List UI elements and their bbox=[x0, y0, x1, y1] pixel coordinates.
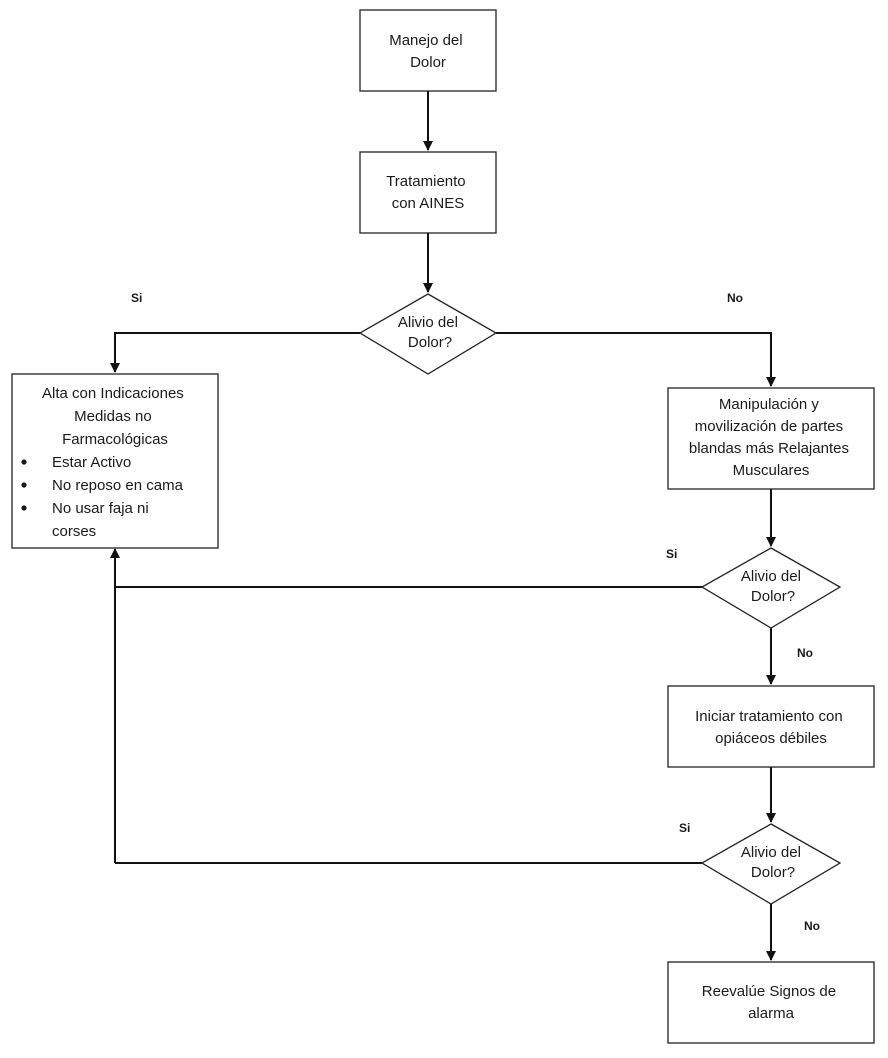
decision-1-line-2: Dolor? bbox=[408, 334, 452, 351]
decision-2-yes-label: Si bbox=[666, 547, 677, 561]
decision-3-line-1: Alivio del bbox=[741, 844, 801, 861]
svg-text:Alivio del Dolor?: Alivio del Dolor? bbox=[398, 314, 462, 351]
alta-box bbox=[11, 373, 219, 549]
reevalue-line-1: Reevalúe Signos de bbox=[702, 983, 836, 1000]
aines-box bbox=[359, 151, 497, 234]
opiaceos-line-1: Iniciar tratamiento con bbox=[695, 708, 843, 725]
start-line-2: Dolor bbox=[410, 54, 446, 71]
edge-decision1-yes bbox=[110, 332, 360, 373]
bullet-icon bbox=[21, 459, 27, 465]
manipulacion-line-3: blandas más Relajantes bbox=[689, 440, 849, 457]
edge-decision2-yes bbox=[110, 548, 702, 588]
manipulacion-line-1: Manipulación y bbox=[719, 396, 820, 413]
alta-title-line-2: Medidas no bbox=[74, 408, 152, 425]
decision-3-no-label: No bbox=[804, 919, 820, 933]
svg-text:Estar Activo No reposo en: Estar Activo No reposo en cama No usar f… bbox=[52, 454, 187, 540]
decision-2-line-1: Alivio del bbox=[741, 568, 801, 585]
decision-3-yes-label: Si bbox=[679, 821, 690, 835]
svg-text:Alivio del Dolor?: Alivio del Dolor? bbox=[741, 844, 805, 881]
alta-title-line-3: Farmacológicas bbox=[62, 431, 168, 448]
start-line-1: Manejo del bbox=[389, 32, 462, 49]
decision-3-line-2: Dolor? bbox=[751, 864, 795, 881]
start-box bbox=[359, 9, 497, 92]
manipulacion-line-2: movilización de partes bbox=[695, 418, 843, 435]
decision-3-diamond bbox=[700, 823, 842, 905]
aines-line-1: Tratamiento bbox=[386, 173, 465, 190]
alta-item-3: No usar faja ni bbox=[52, 500, 149, 517]
alta-item-3-cont: corses bbox=[52, 523, 96, 540]
svg-text:Manejo del Dolor: Manejo del Dolor bbox=[389, 32, 467, 71]
alta-item-1: Estar Activo bbox=[52, 454, 131, 471]
decision-2-line-2: Dolor? bbox=[751, 588, 795, 605]
decision-2-diamond bbox=[700, 547, 842, 629]
decision-1-line-1: Alivio del bbox=[398, 314, 458, 331]
opiaceos-box bbox=[667, 685, 875, 768]
reevalue-line-2: alarma bbox=[748, 1005, 795, 1022]
manipulacion-box bbox=[667, 387, 875, 490]
reevalue-box bbox=[667, 961, 875, 1044]
alta-item-2: No reposo en cama bbox=[52, 477, 184, 494]
svg-text:Alta con Indicaciones Medi: Alta con Indicaciones Medidas no Farmaco… bbox=[42, 385, 188, 448]
svg-text:Iniciar tratamiento con op: Iniciar tratamiento con opiáceos débiles bbox=[695, 708, 847, 747]
alta-title-line-1: Alta con Indicaciones bbox=[42, 385, 184, 402]
bullet-icon bbox=[21, 505, 27, 511]
svg-text:Alivio del Dolor?: Alivio del Dolor? bbox=[741, 568, 805, 605]
svg-text:Reevalúe Signos de alarma: Reevalúe Signos de alarma bbox=[702, 983, 840, 1022]
decision-1-diamond bbox=[358, 293, 498, 375]
decision-1-yes-label: Si bbox=[131, 291, 142, 305]
manipulacion-line-4: Musculares bbox=[733, 462, 810, 479]
aines-line-2: con AINES bbox=[392, 195, 465, 212]
opiaceos-line-2: opiáceos débiles bbox=[715, 730, 827, 747]
decision-1-no-label: No bbox=[727, 291, 743, 305]
edge-decision1-no bbox=[496, 332, 776, 387]
svg-text:Tratamiento con AINES: Tratamiento con AINES bbox=[386, 173, 470, 212]
svg-text:Manipulación y movilizació: Manipulación y movilización de partes bl… bbox=[689, 396, 853, 479]
bullet-icon bbox=[21, 482, 27, 488]
decision-2-no-label: No bbox=[797, 646, 813, 660]
